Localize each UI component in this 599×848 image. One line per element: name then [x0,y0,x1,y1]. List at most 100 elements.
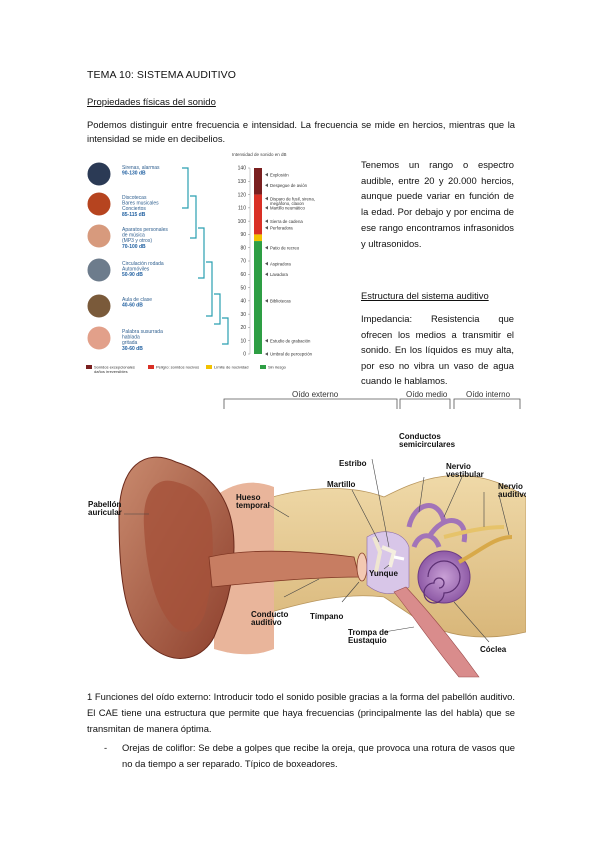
eustachian-tube [393,586,480,678]
stapes-label: Estribo [339,459,367,468]
eardrum [356,552,368,582]
intensity-bar-segment [254,194,262,235]
impedance-paragraph: Impedancia: Resistencia que ofrecen los … [361,313,514,386]
legend-label: Límite de nocividad [214,365,248,370]
scale-tick-label: 70 [240,259,246,265]
intensity-bar-segment [254,168,262,195]
intensity-bar-segment [254,241,262,354]
range-bracket [198,227,205,279]
marker-label: Explosión [270,172,289,177]
source-range: 40-60 dB [122,303,143,309]
semicircular-canals [406,503,468,549]
scale-title: Intensidad de sonido en dB [232,152,287,157]
scale-tick-label: 40 [240,299,246,305]
marker-arrow [265,272,268,277]
legend-swatch [148,365,154,369]
section-heading-auditory-structure: Estructura del sistema auditivo [361,290,489,301]
bracket-inner [453,398,521,409]
marker-label: Lavadora [270,272,289,277]
source-label: Sirenas, alarmas [122,165,160,171]
scale-tick-label: 20 [240,325,246,331]
scale-tick-label: 60 [240,272,246,278]
scale-tick-label: 0 [243,352,246,358]
source-range: 85-115 dB [122,212,146,218]
ear-anatomy-diagram: Oído externo Oído medio Oído interno [88,390,526,678]
stapes [393,555,405,561]
marker-label: Disparo de fusil, sirena,megáfono, claxo… [270,196,315,206]
source-range: 50-90 dB [122,272,143,278]
legend-label: Sin riesgo [268,365,287,370]
bracket-middle [399,398,451,409]
legend-swatch [260,365,266,369]
region-outer-label: Oído externo [292,390,339,399]
source-thumbnail-photo [86,223,112,249]
marker-label: Umbral de percepción [270,352,313,357]
pinna-inner [143,480,213,632]
marker-arrow [265,206,268,210]
marker-arrow [265,299,268,303]
malleus [372,536,383,573]
scale-tick-label: 100 [238,219,247,225]
scale-tick-label: 30 [240,312,246,318]
sound-intensity-chart: Intensidad de sonido en dB14013012011010… [86,152,315,374]
marker-arrow [265,245,268,250]
cochlea-spiral [423,560,461,604]
region-middle-label: Oído medio [406,390,448,399]
scale-tick-label: 10 [240,338,246,344]
marker-label: Martillo neumático [270,206,305,211]
marker-label: Bibliotecas [270,299,291,304]
marker-arrow [265,338,268,343]
marker-arrow [265,172,268,177]
cauliflower-ear-bullet: - Orejas de coliflor: Se debe a golpes q… [104,740,515,772]
marker-label: Despegue de avión [270,183,308,188]
legend-label: Peligro: sonidos nocivos [156,365,199,370]
page-title: TEMA 10: SISTEMA AUDITIVO [87,69,236,81]
outer-ear-functions-paragraph: 1 Funciones del oído externo: Introducir… [87,691,515,734]
range-bracket [182,167,189,209]
marker-label: Patio de recreo [270,245,300,250]
scale-tick-label: 90 [240,232,246,238]
malleus-label: Martillo [327,480,356,489]
region-brackets [223,398,521,409]
audible-spectrum-paragraph: Tenemos un rango o espectro audible, ent… [361,159,514,249]
cochlea-label: Cóclea [480,645,507,654]
range-bracket [190,195,197,239]
source-thumbnail-photo [86,191,112,217]
source-label: Aula de clase [122,297,152,303]
scale-tick-label: 110 [238,206,246,212]
bullet-text: Orejas de coliflor: Se debe a golpes que… [122,742,515,769]
range-bracket [206,261,213,317]
scale-tick-label: 140 [238,166,247,172]
source-range: 90-130 dB [122,171,146,177]
source-thumbnail-photo [86,161,112,187]
scale-tick-label: 50 [240,285,246,291]
source-range: 70-100 dB [122,244,146,250]
vestibular-nerve [443,525,505,539]
marker-label: Perforadora [270,225,293,230]
legend-swatch [206,365,212,369]
source-thumbnail-photo [86,293,112,319]
marker-label: Estudio de grabación [270,338,311,343]
marker-arrow [265,352,268,356]
scale-tick-label: 130 [238,179,247,185]
range-bracket [222,317,229,345]
marker-arrow [265,183,268,188]
intensity-bar-segment [254,234,262,242]
region-inner-label: Oído interno [466,390,511,399]
scale-tick-label: 80 [240,245,246,251]
eardrum-label: Tímpano [310,612,343,621]
range-bracket [214,293,221,325]
section-heading-sound-properties: Propiedades físicas del sonido [87,97,216,108]
bullet-dash: - [104,742,108,753]
cochlea [417,550,471,604]
marker-arrow [265,225,268,230]
